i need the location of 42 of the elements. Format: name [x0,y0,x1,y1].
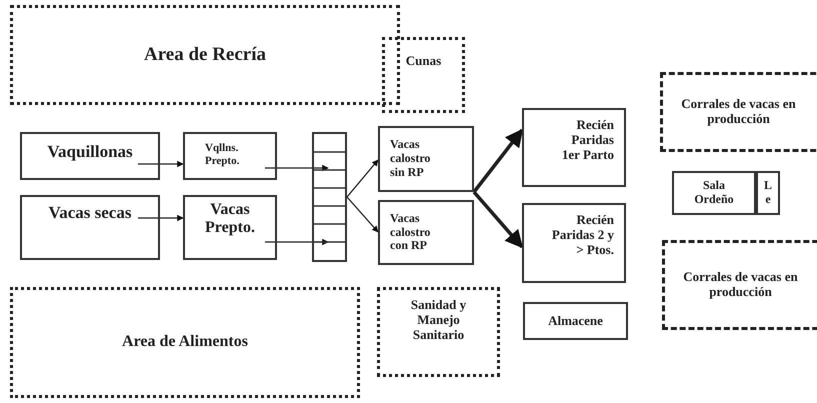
arrow [472,128,524,194]
arrow [138,160,184,168]
node-label: Recién Paridas 1er Parto [560,118,614,163]
node-label: Vacas calostro con RP [390,212,432,254]
arrow [265,238,329,246]
arrow [265,164,329,172]
node-label: Area de Alimentos [122,333,248,352]
node-label: L e [763,179,773,207]
node-label: Vacas calostro sin RP [390,138,432,180]
process-box [378,126,474,192]
node-label: Sala Ordeño [693,179,735,207]
node-label: Vacas secas [48,203,132,223]
node-label: Vaquillonas [47,142,133,162]
process-box [672,171,756,215]
arrow [472,190,524,248]
process-box [183,195,277,260]
process-box [522,203,626,283]
node-label: Area de Recría [144,44,266,66]
process-box [20,195,160,260]
area-box [382,37,465,113]
arrow [346,196,378,232]
process-box [523,302,628,340]
process-box [756,171,780,215]
area-box [10,5,400,105]
node-label: Corrales de vacas en producción [680,97,797,127]
area-box [377,287,500,377]
process-box [378,200,474,265]
area-box [660,72,817,152]
node-label: Corrales de vacas en producción [682,270,799,300]
arrow [138,214,184,222]
node-label: Recién Paridas 2 y > Ptos. [550,213,614,258]
node-label: Vqllns. Prepto. [205,142,240,168]
process-box [20,132,160,180]
area-box [662,240,817,330]
process-box [183,132,277,180]
arrow [346,160,378,198]
node-label: Cunas [406,54,442,69]
node-label: Vacas Prepto. [204,201,256,238]
area-box [10,287,360,398]
node-label: Almacene [548,314,603,328]
process-box [522,108,626,187]
node-label: Sanidad y Manejo Sanitario [410,298,468,343]
